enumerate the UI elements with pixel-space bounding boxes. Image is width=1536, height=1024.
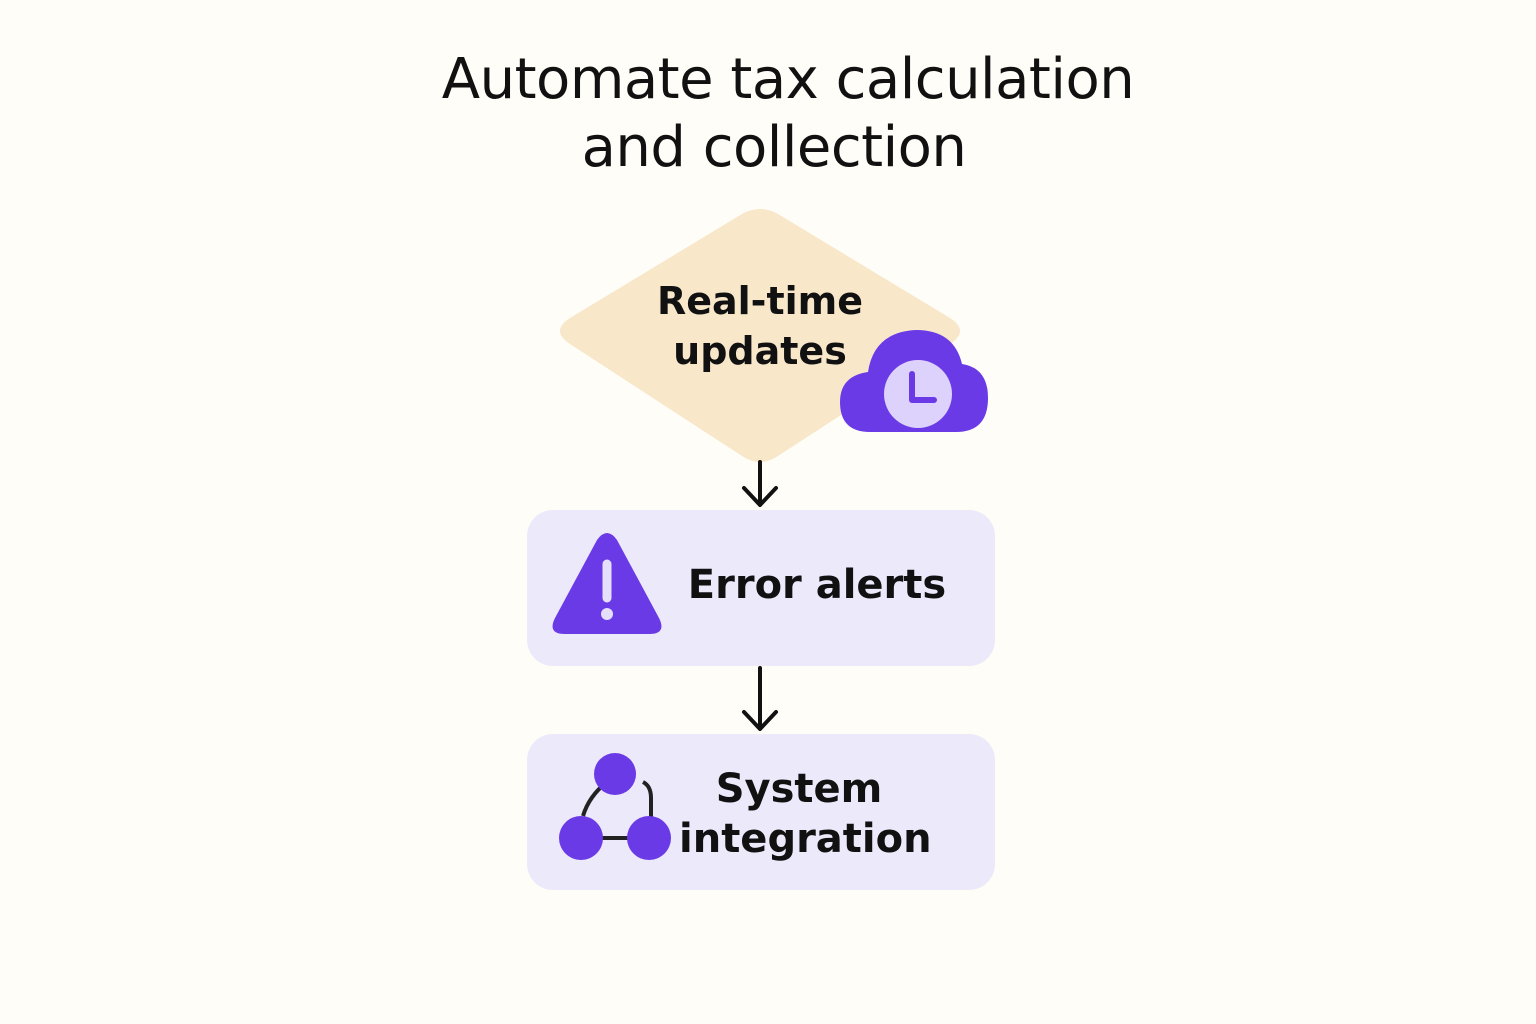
arrow-down-icon bbox=[742, 460, 778, 507]
system-integration-label-line-1: System bbox=[715, 766, 883, 812]
network-nodes-icon bbox=[559, 753, 671, 860]
error-alerts-label: Error alerts bbox=[687, 562, 947, 608]
warning-triangle-icon bbox=[552, 533, 662, 634]
realtime-label-line-1: Real-time bbox=[656, 279, 864, 323]
error-alerts-box: Error alerts bbox=[527, 510, 995, 666]
system-integration-label-line-2: integration bbox=[679, 816, 932, 862]
diagram-title-line-1: Automate tax calculation bbox=[441, 47, 1135, 112]
realtime-label-line-2: updates bbox=[673, 329, 847, 373]
diagram-title-line-2: and collection bbox=[581, 115, 967, 180]
arrow-down-icon bbox=[742, 666, 778, 731]
cloud-clock-icon bbox=[840, 330, 988, 432]
system-integration-box: System integration bbox=[527, 734, 995, 890]
